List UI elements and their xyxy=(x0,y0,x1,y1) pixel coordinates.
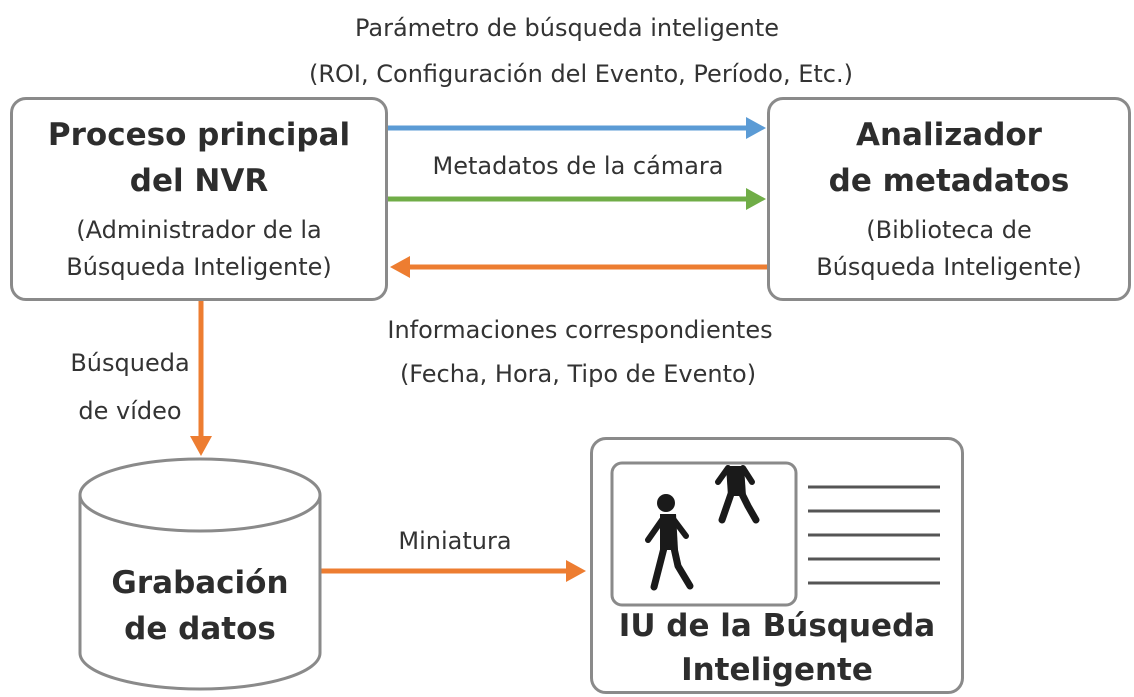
corresponding-info-line2: (Fecha, Hora, Tipo de Evento) xyxy=(399,360,757,388)
camera-metadata-label: Metadatos de la cámara xyxy=(432,152,724,180)
search-parameter-label: Parámetro de búsqueda inteligente xyxy=(0,14,1134,42)
database-cylinder xyxy=(78,457,322,691)
search-parameter-arrow xyxy=(388,117,766,139)
search-parameter-details-text: (ROI, Configuración del Evento, Período,… xyxy=(309,60,853,88)
walking-person-icon xyxy=(645,494,694,591)
video-search-label: Búsqueda de vídeo xyxy=(40,339,220,435)
smart-search-ui-line1: IU de la Búsqueda xyxy=(618,608,936,644)
nvr-box-sub-line2: Búsqueda Inteligente) xyxy=(66,253,332,281)
analyzer-box-sub-line2: Búsqueda Inteligente) xyxy=(816,253,1082,281)
analyzer-box-title-line1: Analizador xyxy=(856,117,1042,153)
metadata-analyzer-box: Analizador de metadatos (Biblioteca de B… xyxy=(767,97,1131,301)
corresponding-info-arrow xyxy=(390,256,768,278)
search-parameter-details: (ROI, Configuración del Evento, Período,… xyxy=(0,60,1134,88)
video-search-arrow xyxy=(190,301,212,456)
smart-search-ui-line2: Inteligente xyxy=(681,652,873,688)
corresponding-info-label: Informaciones correspondientes (Fecha, H… xyxy=(330,308,830,396)
video-search-line1: Búsqueda xyxy=(70,349,190,377)
analyzer-box-sub-line1: (Biblioteca de xyxy=(866,216,1032,244)
thumbnail-arrow xyxy=(320,560,586,582)
corresponding-info-line1: Informaciones correspondientes xyxy=(387,316,773,344)
smart-search-ui-box xyxy=(590,437,964,694)
walking-person-icon-2 xyxy=(715,465,760,524)
nvr-main-process-box: Proceso principal del NVR (Administrador… xyxy=(10,97,388,301)
text-lines-icon xyxy=(808,485,940,585)
nvr-box-sub-line1: (Administrador de la xyxy=(76,216,322,244)
nvr-box-title-line1: Proceso principal xyxy=(47,117,351,153)
thumbnail-label: Miniatura xyxy=(398,527,512,555)
analyzer-box-title-line2: de metadatos xyxy=(828,163,1070,199)
search-parameter-title: Parámetro de búsqueda inteligente xyxy=(354,14,780,42)
smart-search-ui-label: IU de la Búsqueda Inteligente xyxy=(590,604,964,692)
data-recording-line2: de datos xyxy=(124,611,276,647)
data-recording-line1: Grabación xyxy=(111,565,289,601)
data-recording-label: Grabación de datos xyxy=(80,560,320,652)
nvr-box-title-line2: del NVR xyxy=(129,163,269,199)
video-search-line2: de vídeo xyxy=(78,397,182,425)
camera-metadata-arrow xyxy=(388,188,766,210)
